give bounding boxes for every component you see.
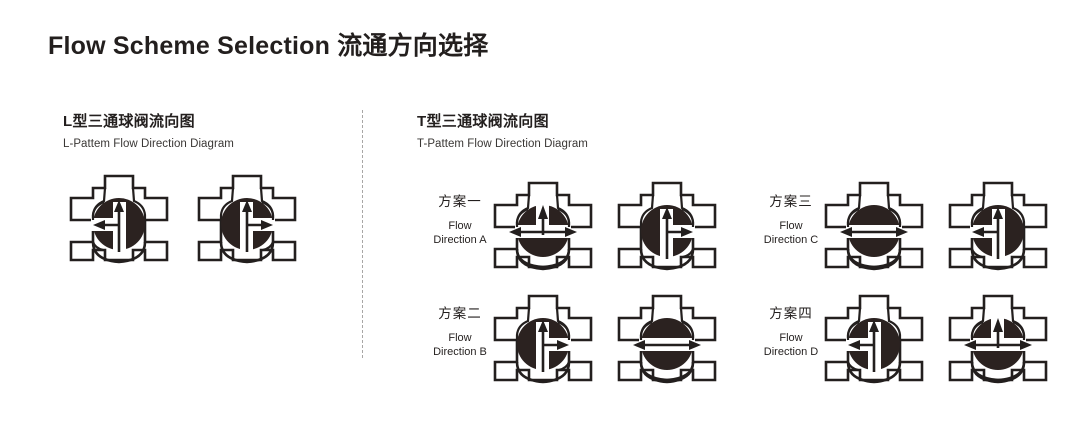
scheme-label-a-en: Flow Direction A bbox=[433, 220, 487, 246]
scheme-label-b-en: Flow Direction B bbox=[433, 332, 487, 358]
l-valve-2[interactable] bbox=[197, 174, 297, 264]
t-c-valve-1[interactable] bbox=[824, 181, 924, 271]
scheme-label-c-en: Flow Direction C bbox=[763, 220, 819, 246]
scheme-label-c: 方案三 Flow Direction C bbox=[745, 190, 837, 247]
l-pattern-valve-group bbox=[69, 174, 297, 264]
t-d-valve-2[interactable] bbox=[948, 294, 1048, 384]
scheme-d-valve-group bbox=[824, 294, 1048, 384]
scheme-label-a: 方案一 Flow Direction A bbox=[414, 190, 506, 247]
t-a-valve-1[interactable] bbox=[493, 181, 593, 271]
section-t-pattern: T型三通球阀流向图 T-Pattem Flow Direction Diagra… bbox=[417, 110, 588, 150]
scheme-label-b-cn: 方案二 bbox=[438, 306, 482, 321]
section-divider bbox=[362, 110, 363, 358]
t-d-valve-1[interactable] bbox=[824, 294, 924, 384]
scheme-c-valve-pair bbox=[818, 175, 1066, 275]
scheme-label-d: 方案四 Flow Direction D bbox=[745, 302, 837, 359]
scheme-a-valve-pair bbox=[487, 175, 735, 275]
scheme-d-valve-pair bbox=[818, 288, 1066, 388]
scheme-label-d-en: Flow Direction D bbox=[763, 332, 819, 358]
scheme-b-valve-group bbox=[493, 294, 717, 384]
section-t-title-en: T-Pattem Flow Direction Diagram bbox=[417, 138, 588, 150]
section-l-pattern: L型三通球阀流向图 L-Pattem Flow Direction Diagra… bbox=[63, 110, 234, 150]
l-pattern-valve-pair bbox=[63, 168, 311, 268]
section-t-title-cn: T型三通球阀流向图 bbox=[417, 113, 549, 130]
page-title: Flow Scheme Selection 流通方向选择 bbox=[48, 32, 489, 60]
scheme-label-b: 方案二 Flow Direction B bbox=[414, 302, 506, 359]
t-b-valve-1[interactable] bbox=[493, 294, 593, 384]
section-l-title-en: L-Pattem Flow Direction Diagram bbox=[63, 138, 234, 150]
t-c-valve-2[interactable] bbox=[948, 181, 1048, 271]
t-a-valve-2[interactable] bbox=[617, 181, 717, 271]
scheme-label-a-cn: 方案一 bbox=[438, 194, 482, 209]
scheme-label-d-cn: 方案四 bbox=[769, 306, 813, 321]
scheme-c-valve-group bbox=[824, 181, 1048, 271]
scheme-b-valve-pair bbox=[487, 288, 735, 388]
scheme-a-valve-group bbox=[493, 181, 717, 271]
t-b-valve-2[interactable] bbox=[617, 294, 717, 384]
scheme-label-c-cn: 方案三 bbox=[769, 194, 813, 209]
l-valve-1[interactable] bbox=[69, 174, 169, 264]
section-l-title-cn: L型三通球阀流向图 bbox=[63, 113, 195, 130]
